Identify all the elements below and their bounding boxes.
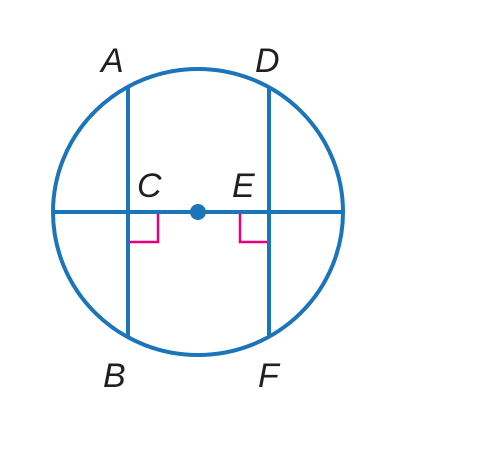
- center-point: [190, 204, 206, 220]
- label-f: F: [258, 357, 281, 395]
- right-angle-marker-c: [130, 214, 160, 244]
- label-b: B: [103, 357, 126, 395]
- label-e: E: [232, 167, 255, 205]
- right-angle-marker-e: [238, 214, 267, 244]
- label-a: A: [99, 42, 124, 80]
- label-c: C: [137, 167, 162, 205]
- label-d: D: [255, 42, 280, 80]
